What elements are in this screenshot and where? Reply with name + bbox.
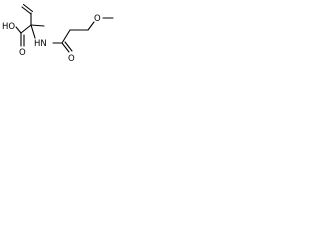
atom-label-amide-oxygen: O	[68, 54, 75, 64]
atom-label-carboxyl-oxygen: O	[19, 48, 26, 58]
bond-amide-c-to-o	[61, 42, 70, 53]
bond-methyl	[30, 24, 45, 27]
bond-ch2-to-o	[87, 21, 95, 31]
bond-quat-to-nh	[30, 24, 36, 39]
bond-vinyl-double-1	[21, 6, 32, 15]
atom-label-ether-oxygen: O	[94, 14, 101, 24]
bond-quat-to-carboxyl	[20, 24, 32, 34]
bond-vinyl-double-2	[22, 3, 34, 13]
atom-label-amine: HN	[34, 39, 47, 49]
bond-carboxyl-to-oh	[15, 26, 22, 34]
atom-label-hydroxyl: HO	[2, 22, 15, 32]
bond-amide-c-to-ch2	[61, 29, 71, 44]
bond-amide-double-2	[64, 41, 73, 52]
structural-formula: HO O HN O O	[2, 3, 114, 64]
